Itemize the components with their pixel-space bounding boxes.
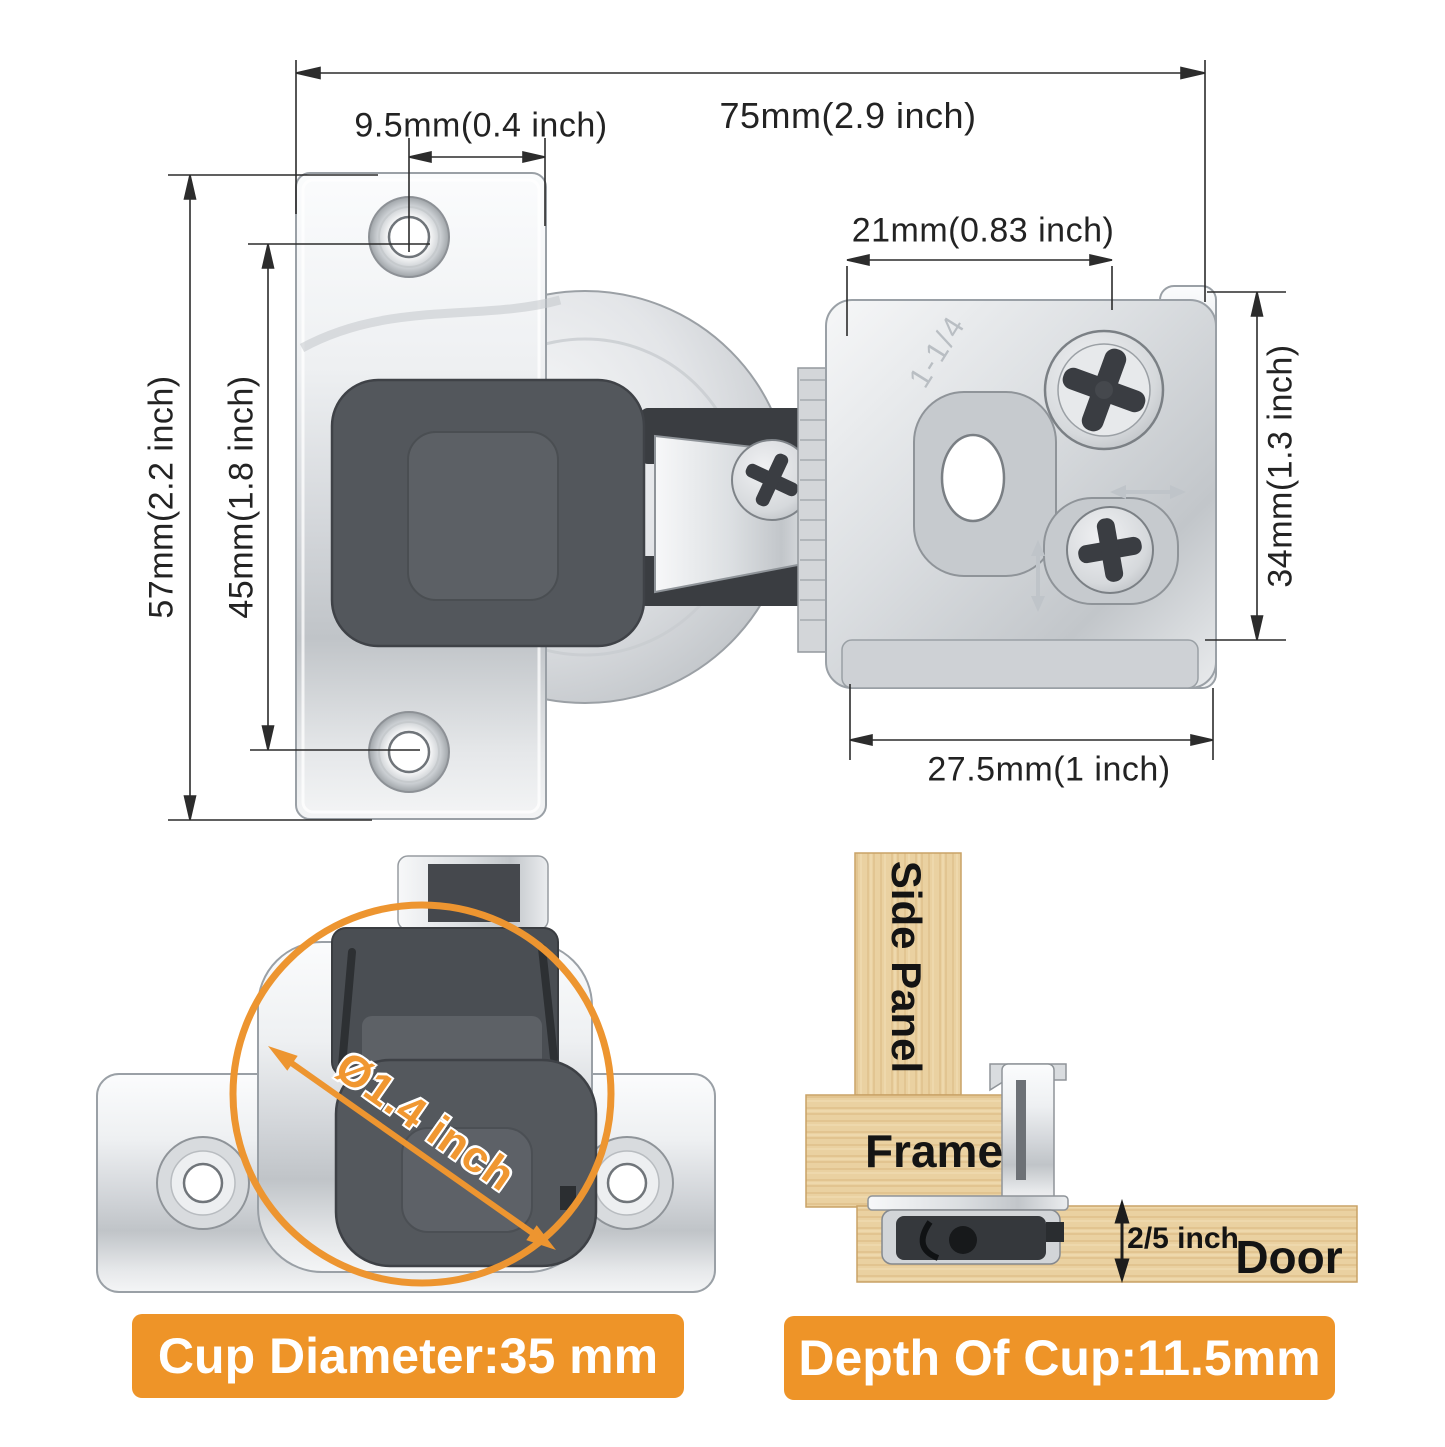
callout-screw-hole-right — [580, 1136, 674, 1230]
plastic-cup-inset — [407, 431, 559, 601]
dimension-label-plate-width: 27.5mm(1 inch) — [927, 750, 1171, 789]
plate-base-strip — [841, 639, 1199, 689]
cup-depth-label: 2/5 inch — [1127, 1222, 1239, 1255]
dimension-arrow-hole-offset — [408, 138, 546, 252]
hinge-mounting-plate — [825, 285, 1217, 689]
installation-view — [805, 852, 1358, 1284]
dimension-label-screw-spacing: 45mm(1.8 inch) — [222, 375, 261, 619]
dimension-label-plate-arm: 21mm(0.83 inch) — [851, 211, 1115, 250]
phillips-screw-large — [1043, 329, 1165, 451]
screw-hole-bottom — [368, 711, 450, 793]
frame-label: Frame — [864, 1125, 1004, 1177]
dimension-arrow-plate-height — [1205, 291, 1286, 641]
cup-depth-arrow — [1114, 1198, 1130, 1284]
banner-cup-diameter: Cup Diameter:35 mm — [132, 1314, 684, 1398]
engraved-vertical-arrow-icon — [1031, 540, 1045, 612]
adjustment-slot — [940, 433, 1006, 523]
hinge-cross-section — [867, 1063, 1069, 1265]
adjustment-rack — [797, 367, 829, 653]
dimension-label-plate-height: 34mm(1.3 inch) — [1261, 344, 1300, 588]
callout-screw-hole-left — [156, 1136, 250, 1230]
dimension-arrow-plate-width — [849, 684, 1214, 760]
callout-cup-inset — [401, 1127, 533, 1233]
magnifier-circle-icon — [229, 901, 615, 1287]
dimension-arrow-plate-arm — [846, 253, 1113, 336]
diameter-arrow-icon — [268, 1046, 556, 1250]
rack-teeth — [800, 379, 826, 621]
banner-cup-depth: Depth Of Cup:11.5mm — [784, 1316, 1335, 1400]
side-panel-label: Side Panel — [883, 860, 930, 1074]
dimension-label-hole-offset: 9.5mm(0.4 inch) — [354, 106, 608, 145]
cup-callout-view — [96, 855, 716, 1293]
engraved-horizontal-arrow-icon — [1110, 485, 1186, 499]
plate-crease — [299, 295, 562, 352]
dimension-label-overall-width: 75mm(2.9 inch) — [719, 95, 977, 136]
callout-rod-left — [338, 948, 356, 1070]
dimension-arrow-wing-height — [168, 174, 378, 821]
dimension-lines — [168, 60, 1286, 821]
banner-cup-depth-text: Depth Of Cup:11.5mm — [798, 1330, 1321, 1386]
door-label: Door — [1235, 1231, 1343, 1283]
callout-rod-right — [538, 944, 558, 1062]
phillips-screw-small — [1066, 506, 1154, 594]
dimension-arrow-overall-width — [295, 60, 1206, 302]
hinge-door-wing — [295, 172, 848, 820]
dimension-arrow-screw-spacing — [248, 243, 430, 751]
dimension-label-wing-height: 57mm(2.2 inch) — [142, 375, 181, 619]
arm-screw — [731, 439, 813, 521]
banner-cup-diameter-text: Cup Diameter:35 mm — [157, 1328, 659, 1384]
